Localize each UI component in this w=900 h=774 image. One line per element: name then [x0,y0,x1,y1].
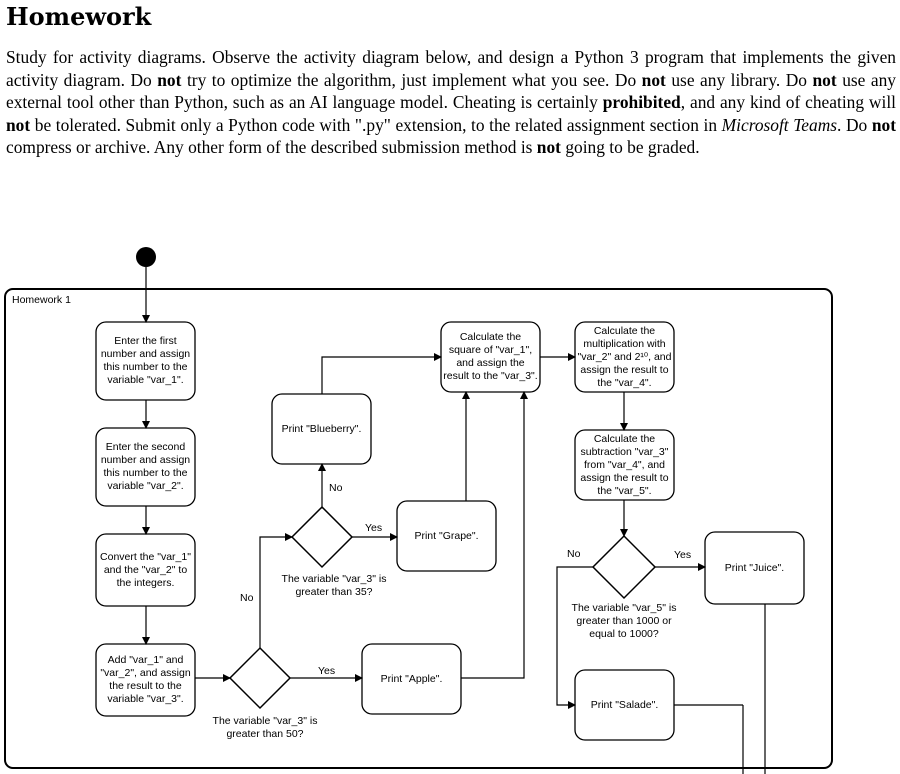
edge-d1000-no-label: No [567,548,581,560]
intro-text: Study for activity diagrams. Observe the… [6,47,896,90]
node-enter-first-text: Enter the first number and assign this n… [100,335,191,386]
decision-d35 [290,505,354,569]
intro-text: , and any kind of cheating will [680,92,896,112]
intro-text: be tolerated. Submit only a Python code … [30,114,722,135]
node-print-apple-text: Print "Apple". [380,672,443,685]
decision-d50 [228,646,292,710]
intro-text: use any external tool other than Python,… [6,69,896,113]
node-enter-second-text: Enter the second number and assign this … [100,441,191,492]
node-calc-mult-text: Calculate the multiplication with "var_2… [577,324,672,389]
decision-d50-label: The variable "var_3" is greater than 50? [212,715,318,740]
page-title: Homework [6,2,152,31]
node-print-salade-text: Print "Salade". [590,698,659,711]
intro-text: use any library. Do [665,69,813,90]
node-print-juice-text: Print "Juice". [724,561,785,574]
node-calc-sub-text: Calculate the subtraction "var_3" from "… [580,432,669,497]
edge-d1000-no [556,566,593,709]
edge-apple-to-square [461,391,528,679]
emphasis-prohibited: prohibited [602,92,681,112]
node-convert-text: Convert the "var_1" and the "var_2" to t… [100,550,191,589]
decision-d35-label: The variable "var_3" is greater than 35? [281,573,387,598]
emphasis-not: not [536,137,561,157]
emphasis-not: not [6,114,31,135]
decision-d1000-label: The variable "var_5" is greater than 100… [571,602,677,640]
emphasis-not: not [157,69,182,90]
node-calc-square-text: Calculate the square of "var_1", and ass… [443,331,538,382]
teams-name: Microsoft Teams [721,114,838,135]
initial-node [136,247,156,267]
emphasis-not: not [812,69,837,90]
node-add-text: Add "var_1" and "var_2", and assign the … [100,654,191,705]
instructions-paragraph: Study for activity diagrams. Observe the… [6,46,896,159]
node-print-blueberry-text: Print "Blueberry". [281,422,362,435]
edge-d35-yes-label: Yes [365,522,383,534]
emphasis-not: not [641,69,666,90]
node-print-grape-text: Print "Grape". [414,529,479,542]
intro-text: going to be graded. [560,137,700,157]
intro-text: . Do [837,114,872,135]
edge-d35-no-label: No [329,482,343,494]
frame-label: Homework 1 [12,294,71,306]
intro-text: try to optimize the algorithm, just impl… [181,69,642,90]
edge-d50-no-label: No [240,592,254,604]
decision-d1000 [591,534,657,600]
edge-d50-yes-label: Yes [318,665,336,677]
edge-blueberry-to-square [321,353,442,394]
intro-text: compress or archive. Any other form of t… [6,137,537,157]
edge-d50-no [259,533,293,648]
emphasis-not: not [871,114,896,135]
diagram-frame [4,288,833,769]
edge-d1000-yes-label: Yes [674,549,692,561]
